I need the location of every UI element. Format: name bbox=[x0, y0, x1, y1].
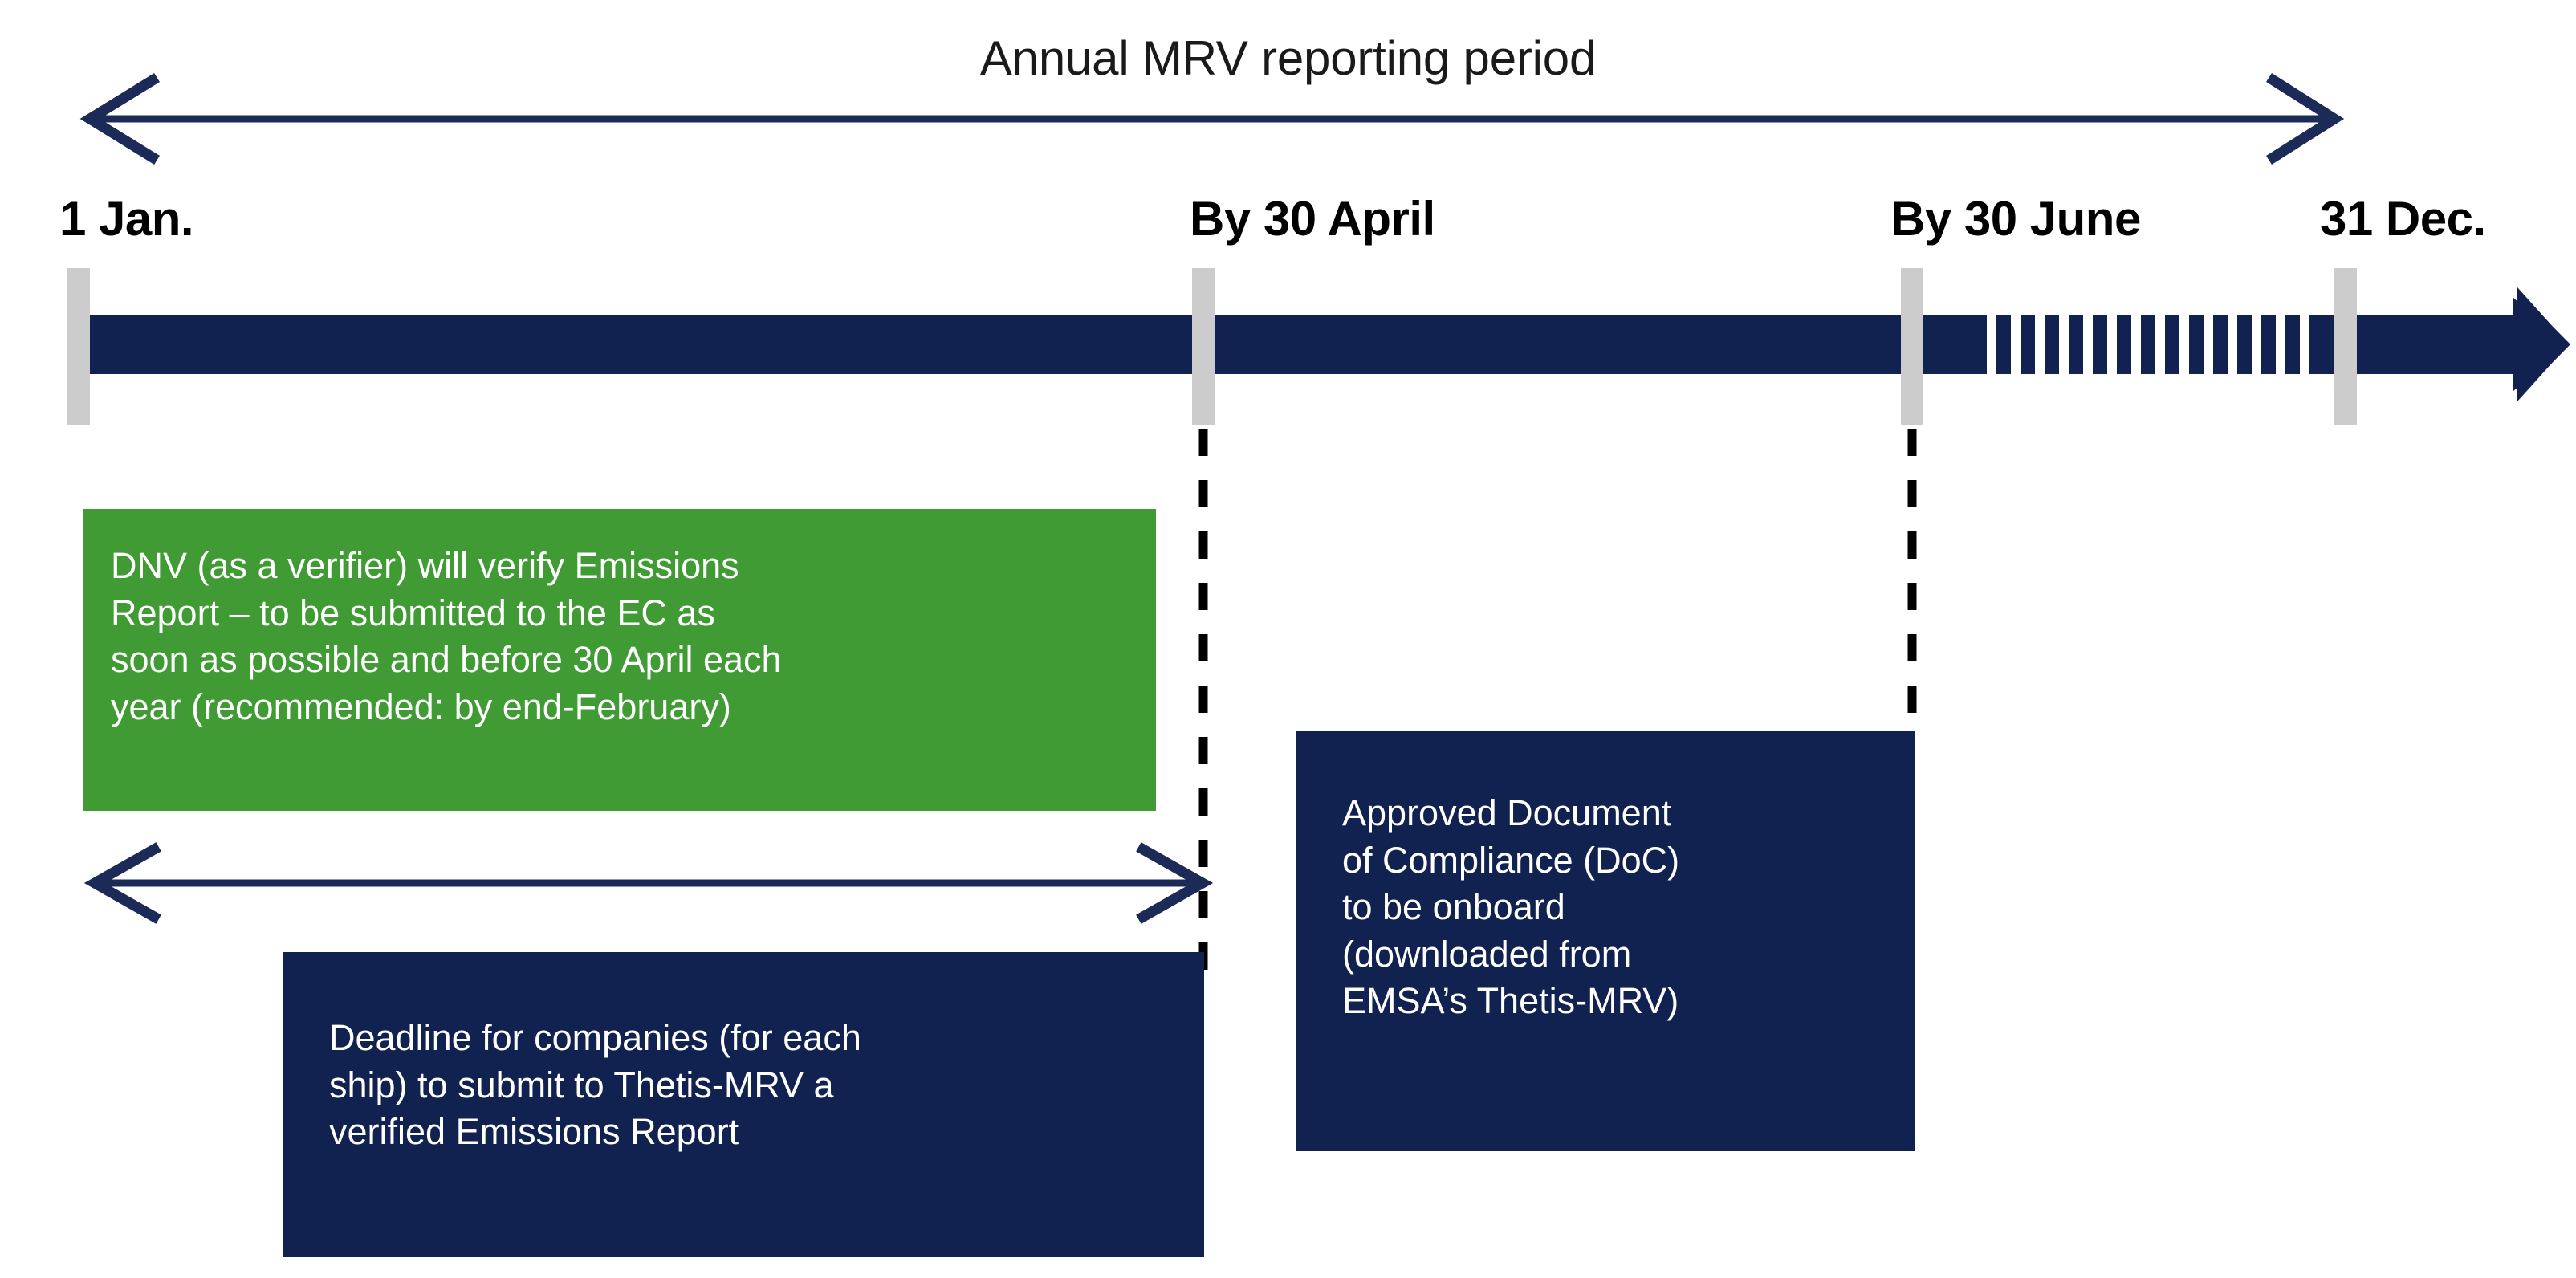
deadline-callout-box: Deadline for companies (for each ship) t… bbox=[283, 952, 1204, 1257]
verification-line-1: DNV (as a verifier) will verify Emission… bbox=[111, 545, 739, 586]
timeline-bar-hatched-segment bbox=[1972, 315, 2317, 374]
date-label-30-june: By 30 June bbox=[1890, 192, 2141, 246]
doc-callout-box: Approved Document of Compliance (DoC) to… bbox=[1296, 731, 1915, 1151]
verification-line-4: year (recommended: by end-February) bbox=[111, 686, 731, 727]
date-label-31-dec: 31 Dec. bbox=[2320, 192, 2486, 246]
page-title: Annual MRV reporting period bbox=[979, 31, 1597, 85]
doc-line-3: to be onboard bbox=[1342, 886, 1565, 927]
tick-marker-1-jan bbox=[67, 268, 90, 425]
timeline-bar-main bbox=[88, 315, 1972, 374]
verification-callout-box: DNV (as a verifier) will verify Emission… bbox=[83, 509, 1156, 811]
doc-line-2: of Compliance (DoC) bbox=[1342, 839, 1680, 881]
tick-marker-31-dec bbox=[2334, 268, 2357, 425]
date-label-1-jan: 1 Jan. bbox=[59, 192, 194, 246]
deadline-line-2: ship) to submit to Thetis-MRV a bbox=[329, 1064, 834, 1105]
deadline-line-1: Deadline for companies (for each bbox=[329, 1017, 861, 1058]
deadline-arrow bbox=[83, 842, 1214, 924]
verification-line-2: Report – to be submitted to the EC as bbox=[111, 592, 715, 633]
doc-line-1: Approved Document bbox=[1342, 792, 1672, 833]
doc-line-4: (downloaded from bbox=[1342, 933, 1632, 975]
timeline-arrowhead-icon bbox=[2513, 287, 2570, 401]
tick-marker-30-april bbox=[1192, 268, 1215, 425]
tick-marker-30-june bbox=[1901, 268, 1923, 425]
period-arrow bbox=[79, 73, 2345, 165]
verification-line-3: soon as possible and before 30 April eac… bbox=[111, 639, 782, 680]
deadline-line-3: verified Emissions Report bbox=[329, 1111, 739, 1152]
doc-line-5: EMSA’s Thetis-MRV) bbox=[1342, 980, 1679, 1021]
date-label-30-april: By 30 April bbox=[1190, 192, 1435, 246]
